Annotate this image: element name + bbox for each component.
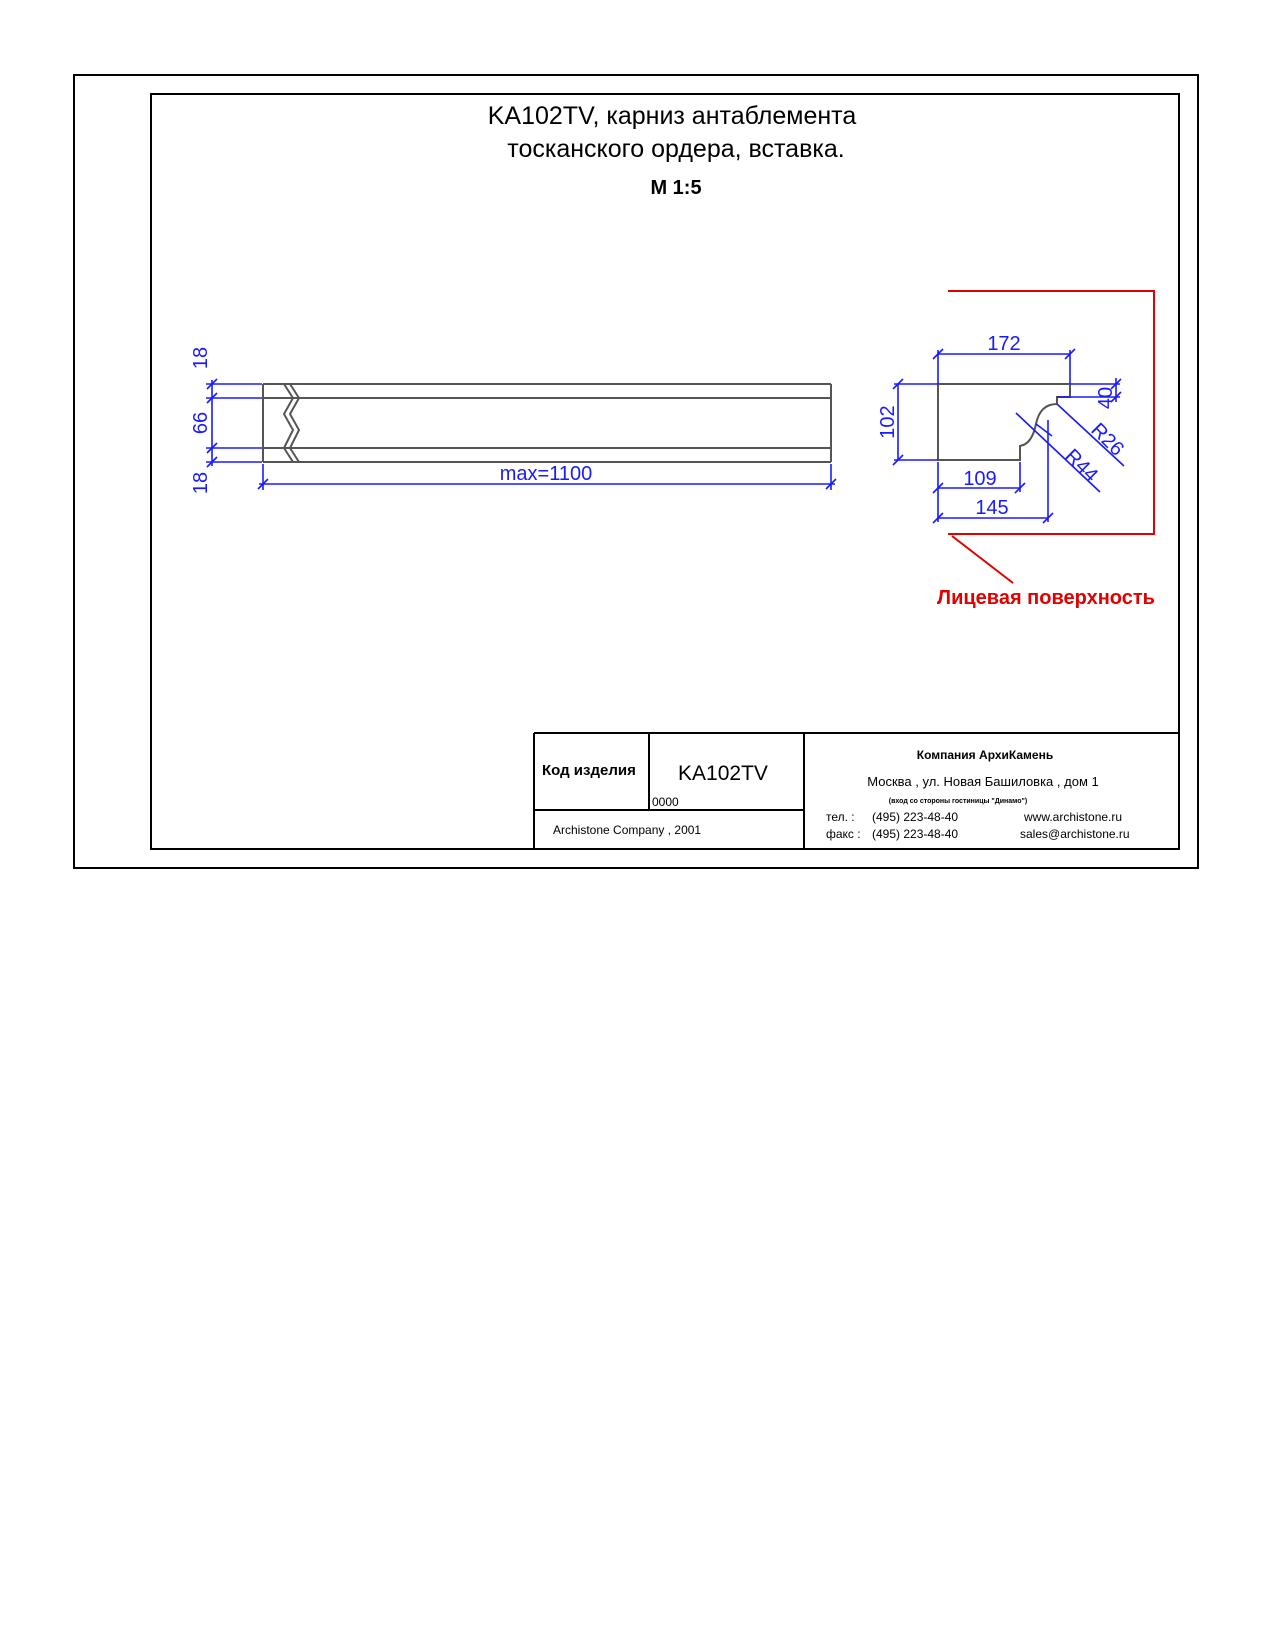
company-address: Москва , ул. Новая Башиловка , дом 1 — [867, 774, 1098, 789]
dim-bottom-18: 18 — [190, 472, 212, 494]
outer-frame — [73, 74, 1199, 869]
product-code-value: KA102TV — [678, 762, 768, 785]
dim-109: 109 — [963, 468, 996, 490]
dim-172: 172 — [987, 333, 1020, 355]
fax-label: факс : — [826, 827, 861, 841]
product-code-number: 0000 — [652, 795, 679, 809]
dim-145: 145 — [975, 497, 1008, 519]
dim-r26: R26 — [1086, 419, 1128, 461]
face-surface-marker: Лицевая поверхность — [937, 290, 1155, 609]
dim-102: 102 — [877, 405, 899, 438]
company-address-note: (вход со стороны гостиницы "Динамо") — [889, 798, 1027, 805]
section-dimensions: 172 102 40 R26 R44 109 145 — [877, 333, 1128, 524]
dim-40: 40 — [1095, 387, 1117, 409]
drawing-scale: М 1:5 — [650, 177, 701, 199]
dim-r44: R44 — [1060, 445, 1102, 487]
dim-top-18: 18 — [190, 347, 212, 369]
fax-number: (495) 223-48-40 — [872, 827, 958, 841]
website-link[interactable]: www.archistone.ru — [1023, 810, 1122, 824]
product-code-label: Код изделия — [542, 762, 636, 779]
title-block: Код изделия KA102TV 0000 Archistone Comp… — [533, 732, 1179, 849]
elevation-view — [262, 383, 832, 463]
section-profile — [937, 383, 1071, 461]
copyright-text: Archistone Company , 2001 — [553, 823, 701, 837]
face-surface-label: Лицевая поверхность — [937, 587, 1155, 609]
tel-label: тел. : — [826, 810, 855, 824]
drawing-title-line1: KA102TV, карниз антаблемента — [488, 102, 857, 130]
dim-length: max=1100 — [500, 463, 592, 485]
drawing-title-line2: тосканского ордера, вставка. — [507, 135, 844, 163]
dim-middle-66: 66 — [190, 412, 212, 434]
elevation-dimensions: 18 66 18 max=1100 — [190, 347, 837, 494]
email-link[interactable]: sales@archistone.ru — [1020, 827, 1130, 841]
company-name: Компания АрхиКамень — [917, 748, 1053, 762]
tel-number: (495) 223-48-40 — [872, 810, 958, 824]
inner-frame — [150, 93, 1180, 850]
